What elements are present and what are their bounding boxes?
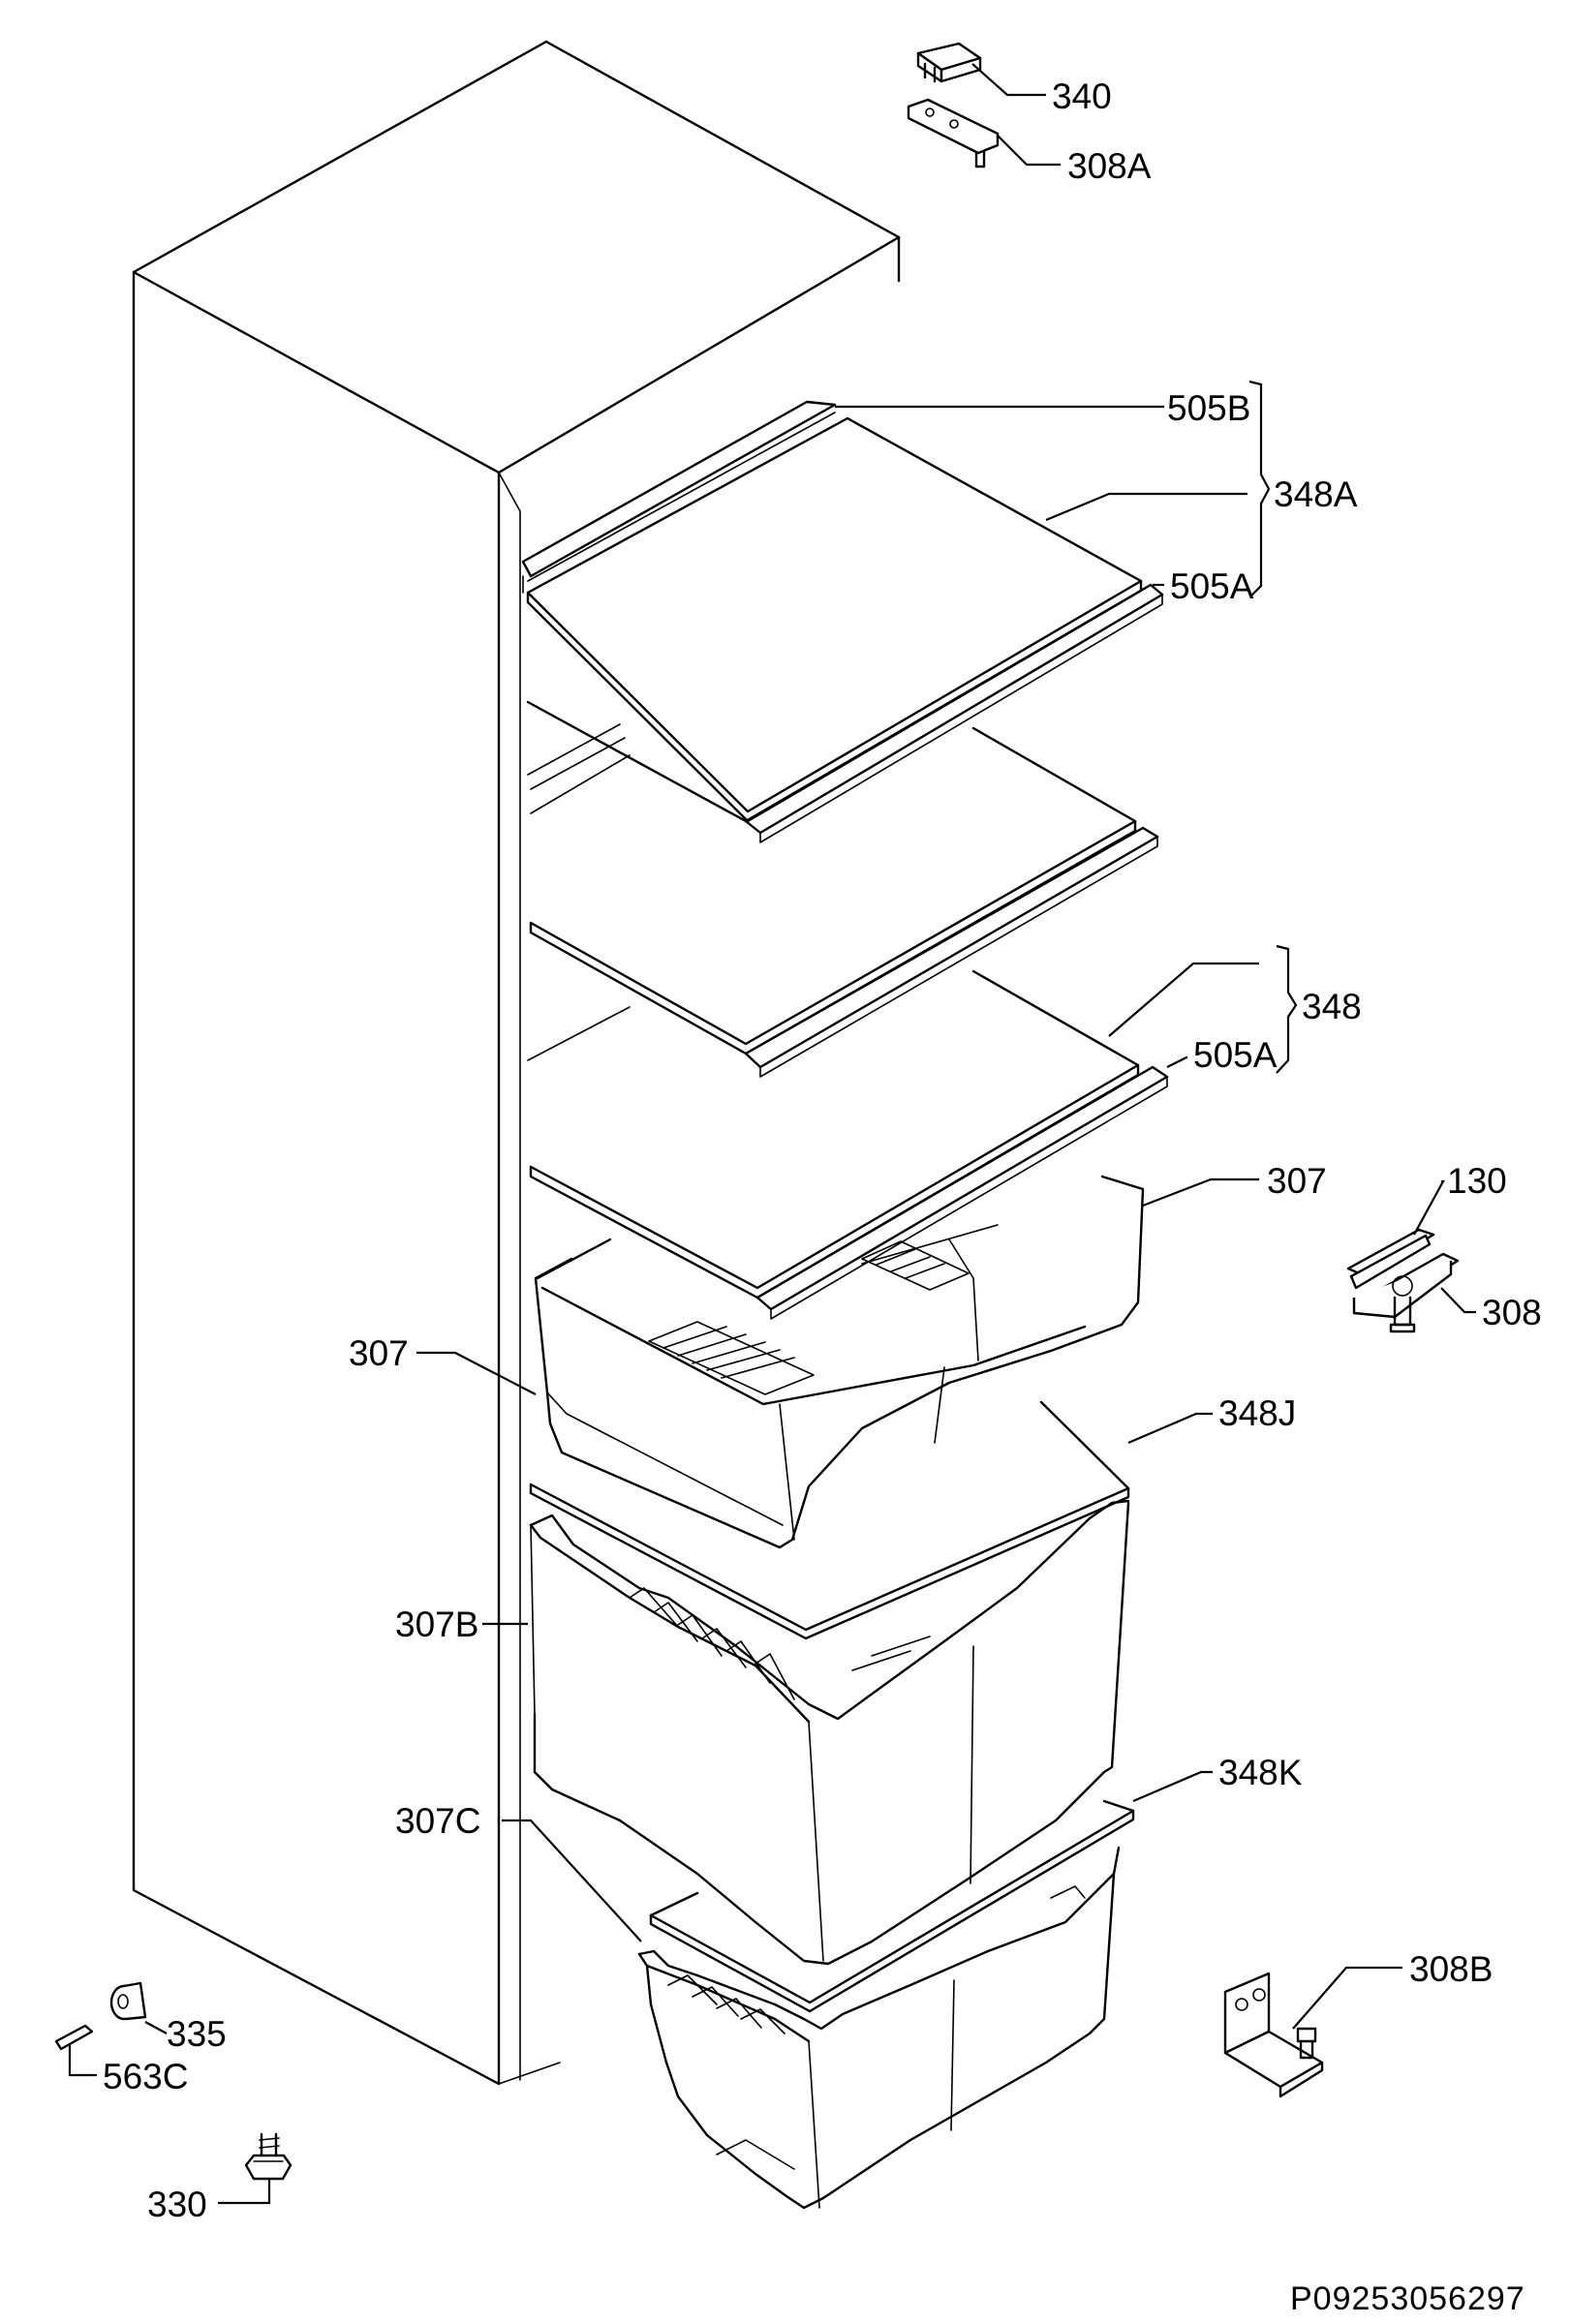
freezer-drawer-307b xyxy=(529,1499,1130,1966)
pin-563c xyxy=(54,2024,94,2051)
bottom-hinge-308b xyxy=(1223,1972,1324,2098)
label-505b: 505B xyxy=(1167,388,1250,428)
glass-shelf-348 xyxy=(529,969,1169,1320)
door-hinge-130-308 xyxy=(1346,1228,1460,1333)
label-130: 130 xyxy=(1447,1161,1507,1201)
label-307b: 307B xyxy=(395,1605,478,1644)
top-hinge-cover-340 xyxy=(916,42,982,83)
leader-lines xyxy=(68,63,1476,2205)
label-348a: 348A xyxy=(1274,474,1358,514)
label-348j: 348J xyxy=(1218,1393,1296,1433)
label-563c: 563C xyxy=(103,2057,188,2096)
top-hinge-308a xyxy=(907,98,1000,168)
shelf-rails xyxy=(527,723,631,1061)
label-307-right: 307 xyxy=(1267,1161,1327,1201)
glass-shelf-middle xyxy=(526,700,1159,1078)
foot-335 xyxy=(109,1981,147,2021)
crisper-drawer-307 xyxy=(534,1175,1145,1549)
label-335: 335 xyxy=(167,2014,227,2054)
glass-cover-348k xyxy=(649,1799,1135,2013)
glass-shelf-348a xyxy=(521,400,1164,843)
glass-cover-348j xyxy=(529,1400,1130,1640)
adjustable-foot-330 xyxy=(244,2132,293,2181)
label-505a-mid: 505A xyxy=(1193,1035,1278,1075)
label-505a-top: 505A xyxy=(1170,566,1254,606)
label-308b: 308B xyxy=(1409,1949,1493,1989)
label-308: 308 xyxy=(1482,1293,1542,1332)
cabinet-body xyxy=(132,40,901,2086)
label-340: 340 xyxy=(1052,76,1112,116)
part-labels: 340 308A 505B 348A 505A 348 505A 307 130… xyxy=(103,76,1542,2317)
label-307-left: 307 xyxy=(349,1333,409,1373)
label-330: 330 xyxy=(147,2185,207,2224)
label-348k: 348K xyxy=(1218,1753,1303,1792)
label-307c: 307C xyxy=(395,1801,480,1841)
drawing-code: P09253056297 xyxy=(1290,2280,1525,2317)
bottom-drawer-307c xyxy=(637,1846,1121,2210)
label-348: 348 xyxy=(1302,987,1362,1026)
label-308a: 308A xyxy=(1067,146,1152,186)
